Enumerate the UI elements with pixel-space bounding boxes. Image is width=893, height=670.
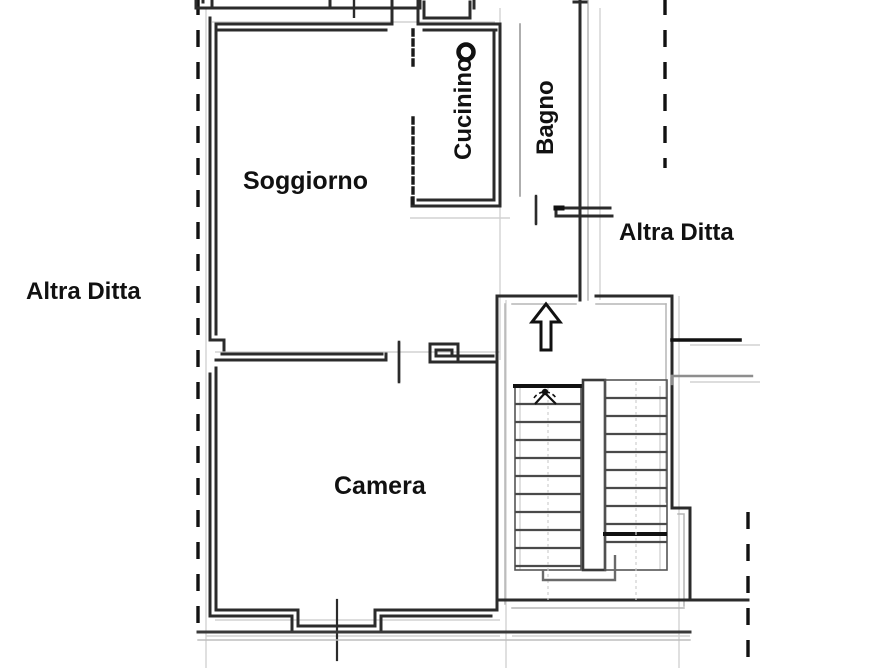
wall-mid-bump-thin: [434, 348, 454, 358]
room-label-cucinino: Cucinino: [450, 57, 477, 160]
wall-camera-bottom-right: [373, 608, 499, 628]
wall-left-soggiorno-jog: [208, 338, 226, 352]
stair-right-treads: [605, 396, 667, 544]
room-label-bagno: Bagno: [532, 80, 559, 155]
stair-well-inner: [541, 555, 617, 582]
window-box-top-right: [422, 0, 472, 20]
wall-soggiorno-top: [214, 6, 394, 26]
ghost-construction-lines: [205, 8, 760, 668]
fixture-round-icon: [456, 42, 476, 62]
wall-mid-bump: [428, 342, 460, 364]
room-label-soggiorno: Soggiorno: [243, 167, 368, 195]
window-box-top-right-outer: [418, 0, 476, 10]
up-arrow-icon: [528, 301, 564, 352]
staircase: [513, 378, 668, 600]
window-top-soggiorno: [328, 0, 394, 10]
wall-landing-right-lower-thin: [677, 513, 685, 607]
stair-left-treads: [515, 402, 581, 568]
property-boundary-dashed: [196, 0, 750, 670]
wall-camera-bottom-left: [214, 608, 300, 628]
neighbor-label-left: Altra Ditta: [26, 278, 141, 305]
neighbor-label-right: Altra Ditta: [619, 219, 734, 246]
openings: [352, 0, 538, 382]
wall-top-notch: [390, 0, 420, 10]
room-label-camera: Camera: [334, 472, 426, 500]
wall-structure: [194, 0, 754, 662]
stair-central-stringer: [581, 378, 607, 572]
wall-landing-right-lower: [670, 506, 692, 602]
wall-top-left-stub: [194, 0, 332, 10]
stair-start-arrow-icon: [533, 388, 557, 405]
wall-camera-bottom-left-thin: [208, 614, 294, 634]
wall-camera-bottom-right-thin: [379, 614, 493, 634]
